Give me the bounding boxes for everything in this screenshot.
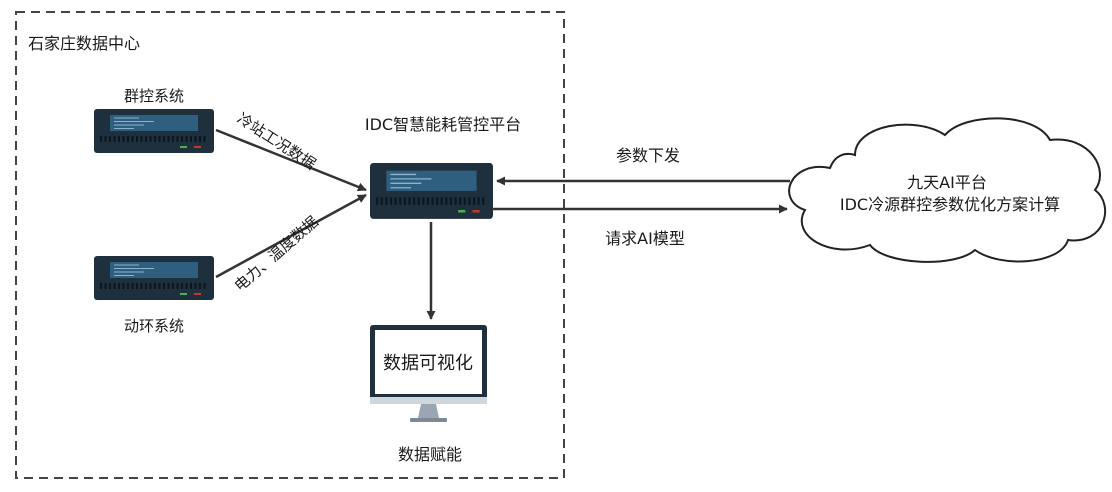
ai-cloud-subtitle: IDC冷源群控参数优化方案计算 (840, 195, 1060, 214)
visualization-screen-text: 数据可视化 (383, 353, 473, 374)
idc-platform-server (370, 163, 493, 219)
datacenter-boundary (15, 11, 565, 479)
ai-cloud-title: 九天AI平台 (907, 173, 987, 192)
power-env-label: 动环系统 (124, 317, 184, 335)
monitor-icon (370, 325, 487, 422)
power-env-server (94, 256, 214, 300)
edge-label-power-temp-data: 电力、温度数据 (231, 213, 322, 295)
arrow-group-control-to-platform (215, 128, 367, 192)
group-control-server (94, 109, 214, 153)
arrow-power-env-to-platform (215, 193, 367, 279)
datacenter-title: 石家庄数据中心 (28, 34, 140, 53)
idc-platform-label: IDC智慧能耗管控平台 (365, 115, 521, 134)
edge-label-param-dispatch: 参数下发 (616, 146, 680, 165)
group-control-label: 群控系统 (124, 87, 184, 105)
ai-cloud (788, 117, 1107, 263)
visualization-caption: 数据赋能 (398, 445, 462, 464)
edge-label-request-model: 请求AI模型 (605, 229, 685, 248)
